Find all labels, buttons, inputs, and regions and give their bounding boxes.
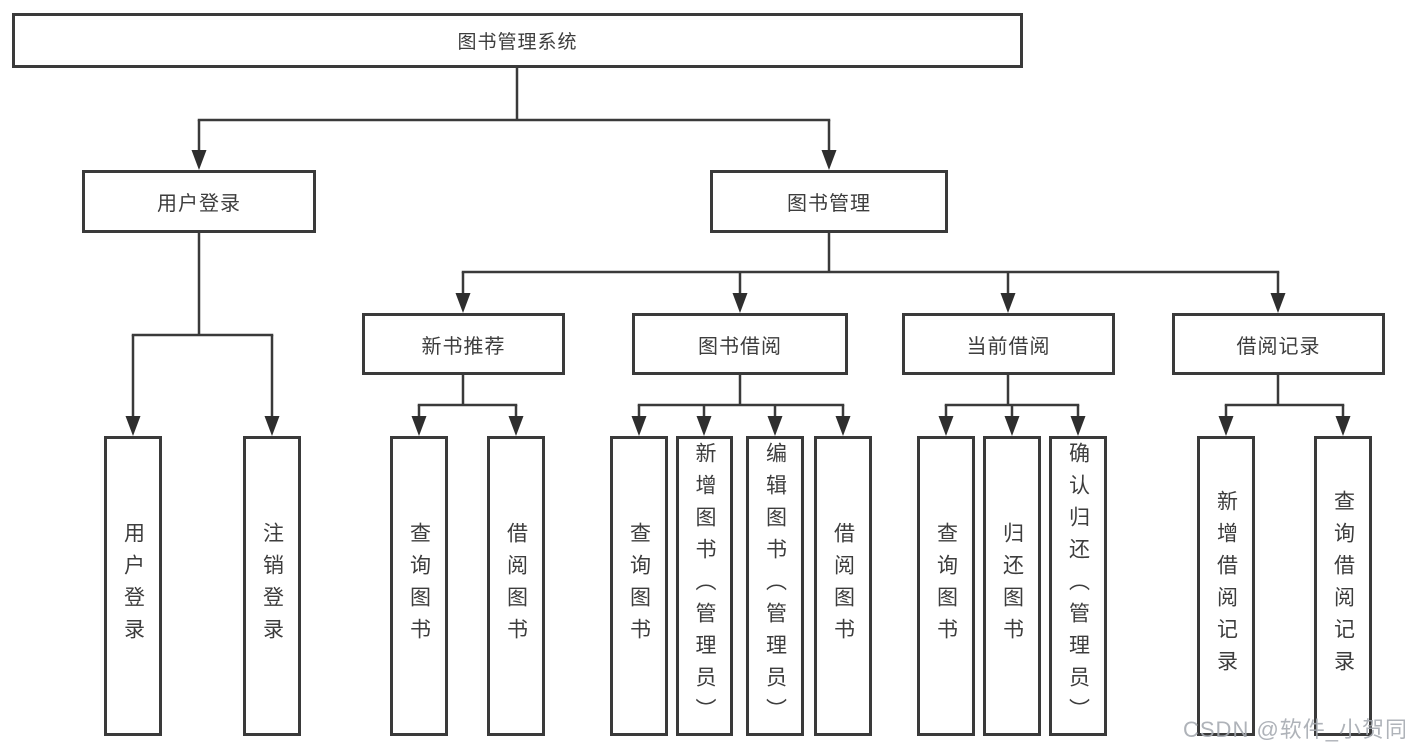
leaf-borrow-edit-book-admin: 编辑图书（管理员） <box>746 436 804 736</box>
node-root: 图书管理系统 <box>12 13 1023 68</box>
watermark-text: CSDN @软件_小贺同学 <box>1183 717 1405 742</box>
leaf-current-confirm-return-admin: 确认归还（管理员） <box>1049 436 1107 736</box>
leaf-newbook-borrow-book: 借阅图书 <box>487 436 545 736</box>
node-new-book-recommend: 新书推荐 <box>362 313 565 375</box>
node-book-borrow: 图书借阅 <box>632 313 848 375</box>
node-book-management: 图书管理 <box>710 170 948 233</box>
leaf-current-query-book: 查询图书 <box>917 436 975 736</box>
node-user-login: 用户登录 <box>82 170 316 233</box>
leaf-borrow-borrow-book: 借阅图书 <box>814 436 872 736</box>
leaf-current-return-book: 归还图书 <box>983 436 1041 736</box>
leaf-records-query-record: 查询借阅记录 <box>1314 436 1372 736</box>
node-current-borrow: 当前借阅 <box>902 313 1115 375</box>
leaf-logout-login: 注销登录 <box>243 436 301 736</box>
leaf-newbook-query-book: 查询图书 <box>390 436 448 736</box>
node-borrow-records: 借阅记录 <box>1172 313 1385 375</box>
leaf-records-add-record: 新增借阅记录 <box>1197 436 1255 736</box>
leaf-borrow-add-book-admin: 新增图书（管理员） <box>676 436 733 736</box>
leaf-borrow-query-book: 查询图书 <box>610 436 668 736</box>
leaf-user-login: 用户登录 <box>104 436 162 736</box>
